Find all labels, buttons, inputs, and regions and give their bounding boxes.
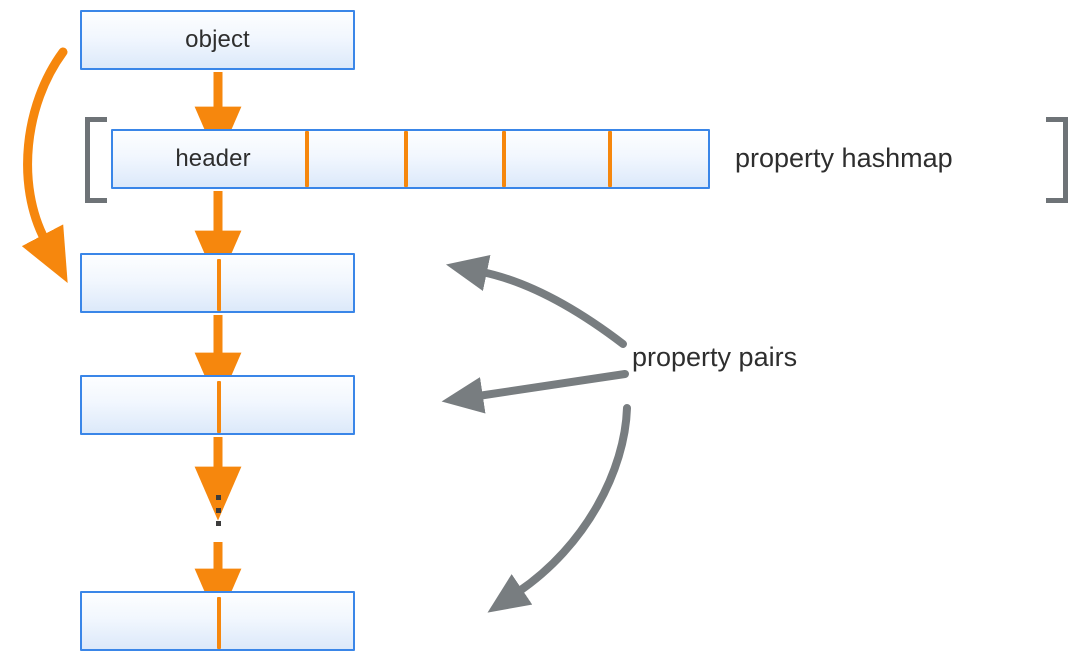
ellipsis-dot-1 [216, 495, 221, 500]
ellipsis-dot-3 [216, 521, 221, 526]
bracket-right-icon [1046, 117, 1068, 203]
bracket-left-icon [85, 117, 107, 203]
pair-thread-line-2 [217, 381, 221, 433]
hash-tick-2 [404, 131, 408, 187]
hash-tick-3 [502, 131, 506, 187]
property-hashmap-label: property hashmap [735, 143, 953, 173]
property-pair-box-1[interactable] [80, 253, 355, 313]
pair-thread-line-3 [217, 597, 221, 649]
pair-thread-line-1 [217, 259, 221, 311]
hash-tick-1 [305, 131, 309, 187]
property-pairs-label: property pairs [632, 342, 798, 372]
ellipsis-dot-2 [216, 508, 221, 513]
property-pair-box-2[interactable] [80, 375, 355, 435]
object-box-label: object [185, 26, 250, 53]
header-cell-label: header [175, 145, 251, 172]
object-box[interactable]: object [80, 10, 355, 70]
property-pair-box-3[interactable] [80, 591, 355, 651]
arrow-pairs-callout-bottom [487, 404, 631, 613]
property-hashmap-row[interactable]: header [111, 129, 710, 189]
arrow-pairs-callout-top [445, 254, 627, 348]
arrow-pairs-callout-mid [441, 370, 629, 414]
hash-tick-4 [608, 131, 612, 187]
arrow-object-wraparound [21, 47, 68, 284]
